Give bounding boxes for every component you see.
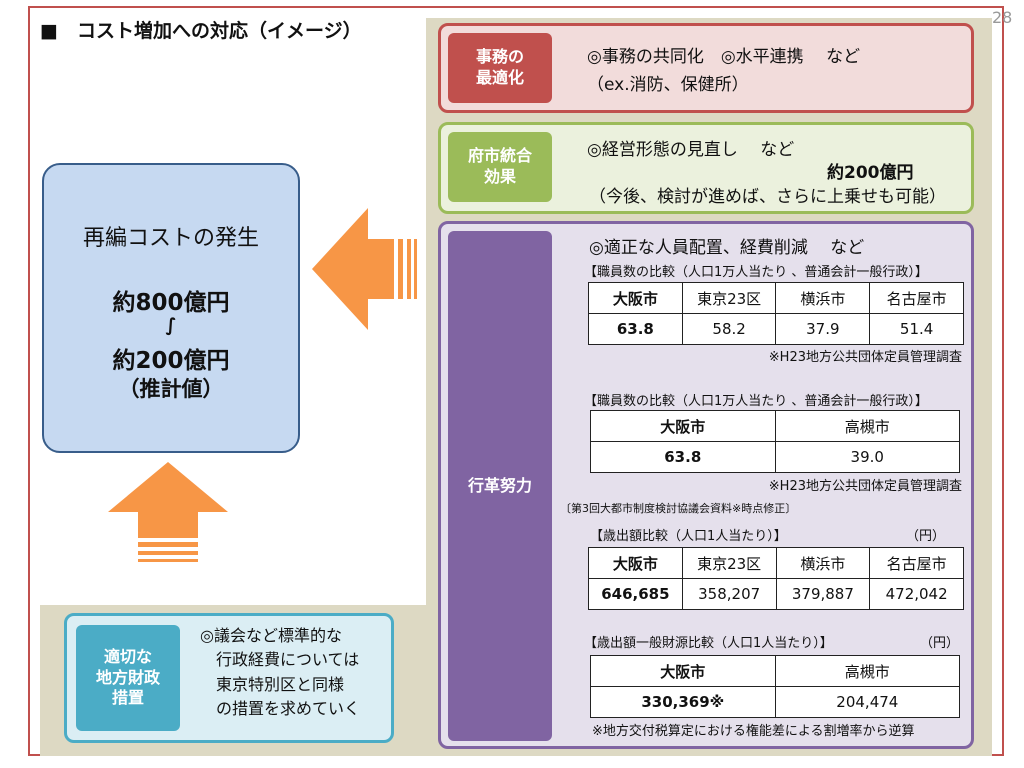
table-row: 646,685 358,207 379,887 472,042 bbox=[588, 578, 964, 610]
table-row: 大阪市 東京23区 横浜市 名古屋市 bbox=[588, 547, 964, 579]
table-header-cell: 名古屋市 bbox=[869, 547, 964, 579]
table-header-cell: 東京23区 bbox=[681, 282, 777, 314]
table-header-cell: 大阪市 bbox=[590, 410, 776, 442]
exp1-table: 大阪市 東京23区 横浜市 名古屋市 646,685 358,207 379,8… bbox=[588, 547, 964, 610]
staff1-caption: 【職員数の比較（人口1万人当たり 、普通会計一般行政）】 bbox=[584, 265, 928, 280]
table-header-cell: 大阪市 bbox=[588, 282, 683, 314]
merger-tag: 府市統合 効果 bbox=[448, 132, 552, 202]
finance-tag: 適切な 地方財政 措置 bbox=[76, 625, 180, 731]
office-tag: 事務の 最適化 bbox=[448, 33, 552, 103]
source-note: 〔第3回大都市制度検討協議会資料※時点修正〕 bbox=[560, 502, 797, 515]
cost-amount-low: 約200億円 bbox=[112, 348, 230, 374]
staff2-table: 大阪市 高槻市 63.8 39.0 bbox=[590, 410, 961, 473]
cost-range-symbol: ∫ bbox=[165, 315, 177, 336]
table-cell: 39.0 bbox=[774, 441, 961, 473]
table-cell: 330,369※ bbox=[590, 686, 776, 718]
page-title: ■ コスト増加への対応（イメージ） bbox=[40, 20, 362, 42]
exp1-unit: （円） bbox=[906, 529, 946, 544]
table-cell: 63.8 bbox=[590, 441, 776, 473]
table-header-cell: 高槻市 bbox=[774, 410, 961, 442]
table-row: 330,369※ 204,474 bbox=[590, 686, 961, 718]
exp2-note: ※地方交付税算定における権能差による割増率から逆算 bbox=[592, 724, 915, 739]
table-header-cell: 大阪市 bbox=[588, 547, 683, 579]
table-cell: 37.9 bbox=[775, 313, 871, 345]
cost-box: 再編コストの発生 約800億円 ∫ 約200億円 （推計値） bbox=[42, 163, 300, 453]
cost-amount-high: 約800億円 bbox=[112, 290, 230, 316]
finance-box: 適切な 地方財政 措置 ◎議会など標準的な 行政経費については 東京特別区と同様… bbox=[64, 613, 394, 743]
table-row: 63.8 39.0 bbox=[590, 441, 961, 473]
office-box: 事務の 最適化 ◎事務の共同化 ◎水平連携 など （ex.消防、保健所） bbox=[438, 23, 974, 113]
page-number: 28 bbox=[992, 8, 1013, 27]
table-cell: 51.4 bbox=[869, 313, 964, 345]
table-header-cell: 名古屋市 bbox=[869, 282, 964, 314]
table-cell: 646,685 bbox=[588, 578, 683, 610]
table-cell: 358,207 bbox=[681, 578, 777, 610]
cost-note: （推計値） bbox=[118, 377, 224, 401]
table-header-cell: 横浜市 bbox=[775, 282, 871, 314]
finance-text: ◎議会など標準的な 行政経費については 東京特別区と同様 の措置を求めていく bbox=[200, 626, 361, 718]
staff1-note: ※H23地方公共団体定員管理調査 bbox=[768, 350, 962, 365]
merger-amount: 約200億円 bbox=[827, 163, 914, 183]
table-cell: 58.2 bbox=[681, 313, 777, 345]
table-cell: 379,887 bbox=[775, 578, 871, 610]
table-header-cell: 横浜市 bbox=[775, 547, 871, 579]
exp1-caption: 【歳出額比較（人口1人当たり）】 bbox=[590, 529, 787, 544]
office-line2: （ex.消防、保健所） bbox=[587, 75, 749, 95]
table-row: 大阪市 高槻市 bbox=[590, 410, 961, 442]
staff2-note: ※H23地方公共団体定員管理調査 bbox=[768, 479, 962, 494]
table-header-cell: 大阪市 bbox=[590, 655, 776, 687]
staff1-table: 大阪市 東京23区 横浜市 名古屋市 63.8 58.2 37.9 51.4 bbox=[588, 282, 964, 345]
arrow-up-icon bbox=[108, 462, 228, 562]
table-row: 大阪市 東京23区 横浜市 名古屋市 bbox=[588, 282, 964, 314]
table-cell: 63.8 bbox=[588, 313, 683, 345]
merger-box: 府市統合 効果 ◎経営形態の見直し など 約200億円 （今後、検討が進めば、さ… bbox=[438, 122, 974, 214]
table-cell: 204,474 bbox=[774, 686, 961, 718]
staff2-caption: 【職員数の比較（人口1万人当たり 、普通会計一般行政）】 bbox=[584, 394, 928, 409]
table-row: 大阪市 高槻市 bbox=[590, 655, 961, 687]
arrow-left-icon bbox=[312, 208, 417, 330]
office-line1: ◎事務の共同化 ◎水平連携 など bbox=[587, 47, 861, 67]
reform-tag: 行革努力 bbox=[448, 231, 552, 741]
exp2-table: 大阪市 高槻市 330,369※ 204,474 bbox=[590, 655, 961, 718]
merger-line1: ◎経営形態の見直し など bbox=[587, 140, 795, 160]
table-header-cell: 東京23区 bbox=[681, 547, 777, 579]
table-row: 63.8 58.2 37.9 51.4 bbox=[588, 313, 964, 345]
table-cell: 472,042 bbox=[869, 578, 964, 610]
exp2-unit: （円） bbox=[920, 636, 960, 651]
merger-line2: （今後、検討が進めば、さらに上乗せも可能） bbox=[589, 187, 946, 207]
table-header-cell: 高槻市 bbox=[774, 655, 961, 687]
reform-intro: ◎適正な人員配置、経費削減 など bbox=[589, 238, 865, 258]
cost-heading: 再編コストの発生 bbox=[82, 226, 259, 251]
exp2-caption: 【歳出額一般財源比較（人口1人当たり）】 bbox=[584, 636, 833, 651]
